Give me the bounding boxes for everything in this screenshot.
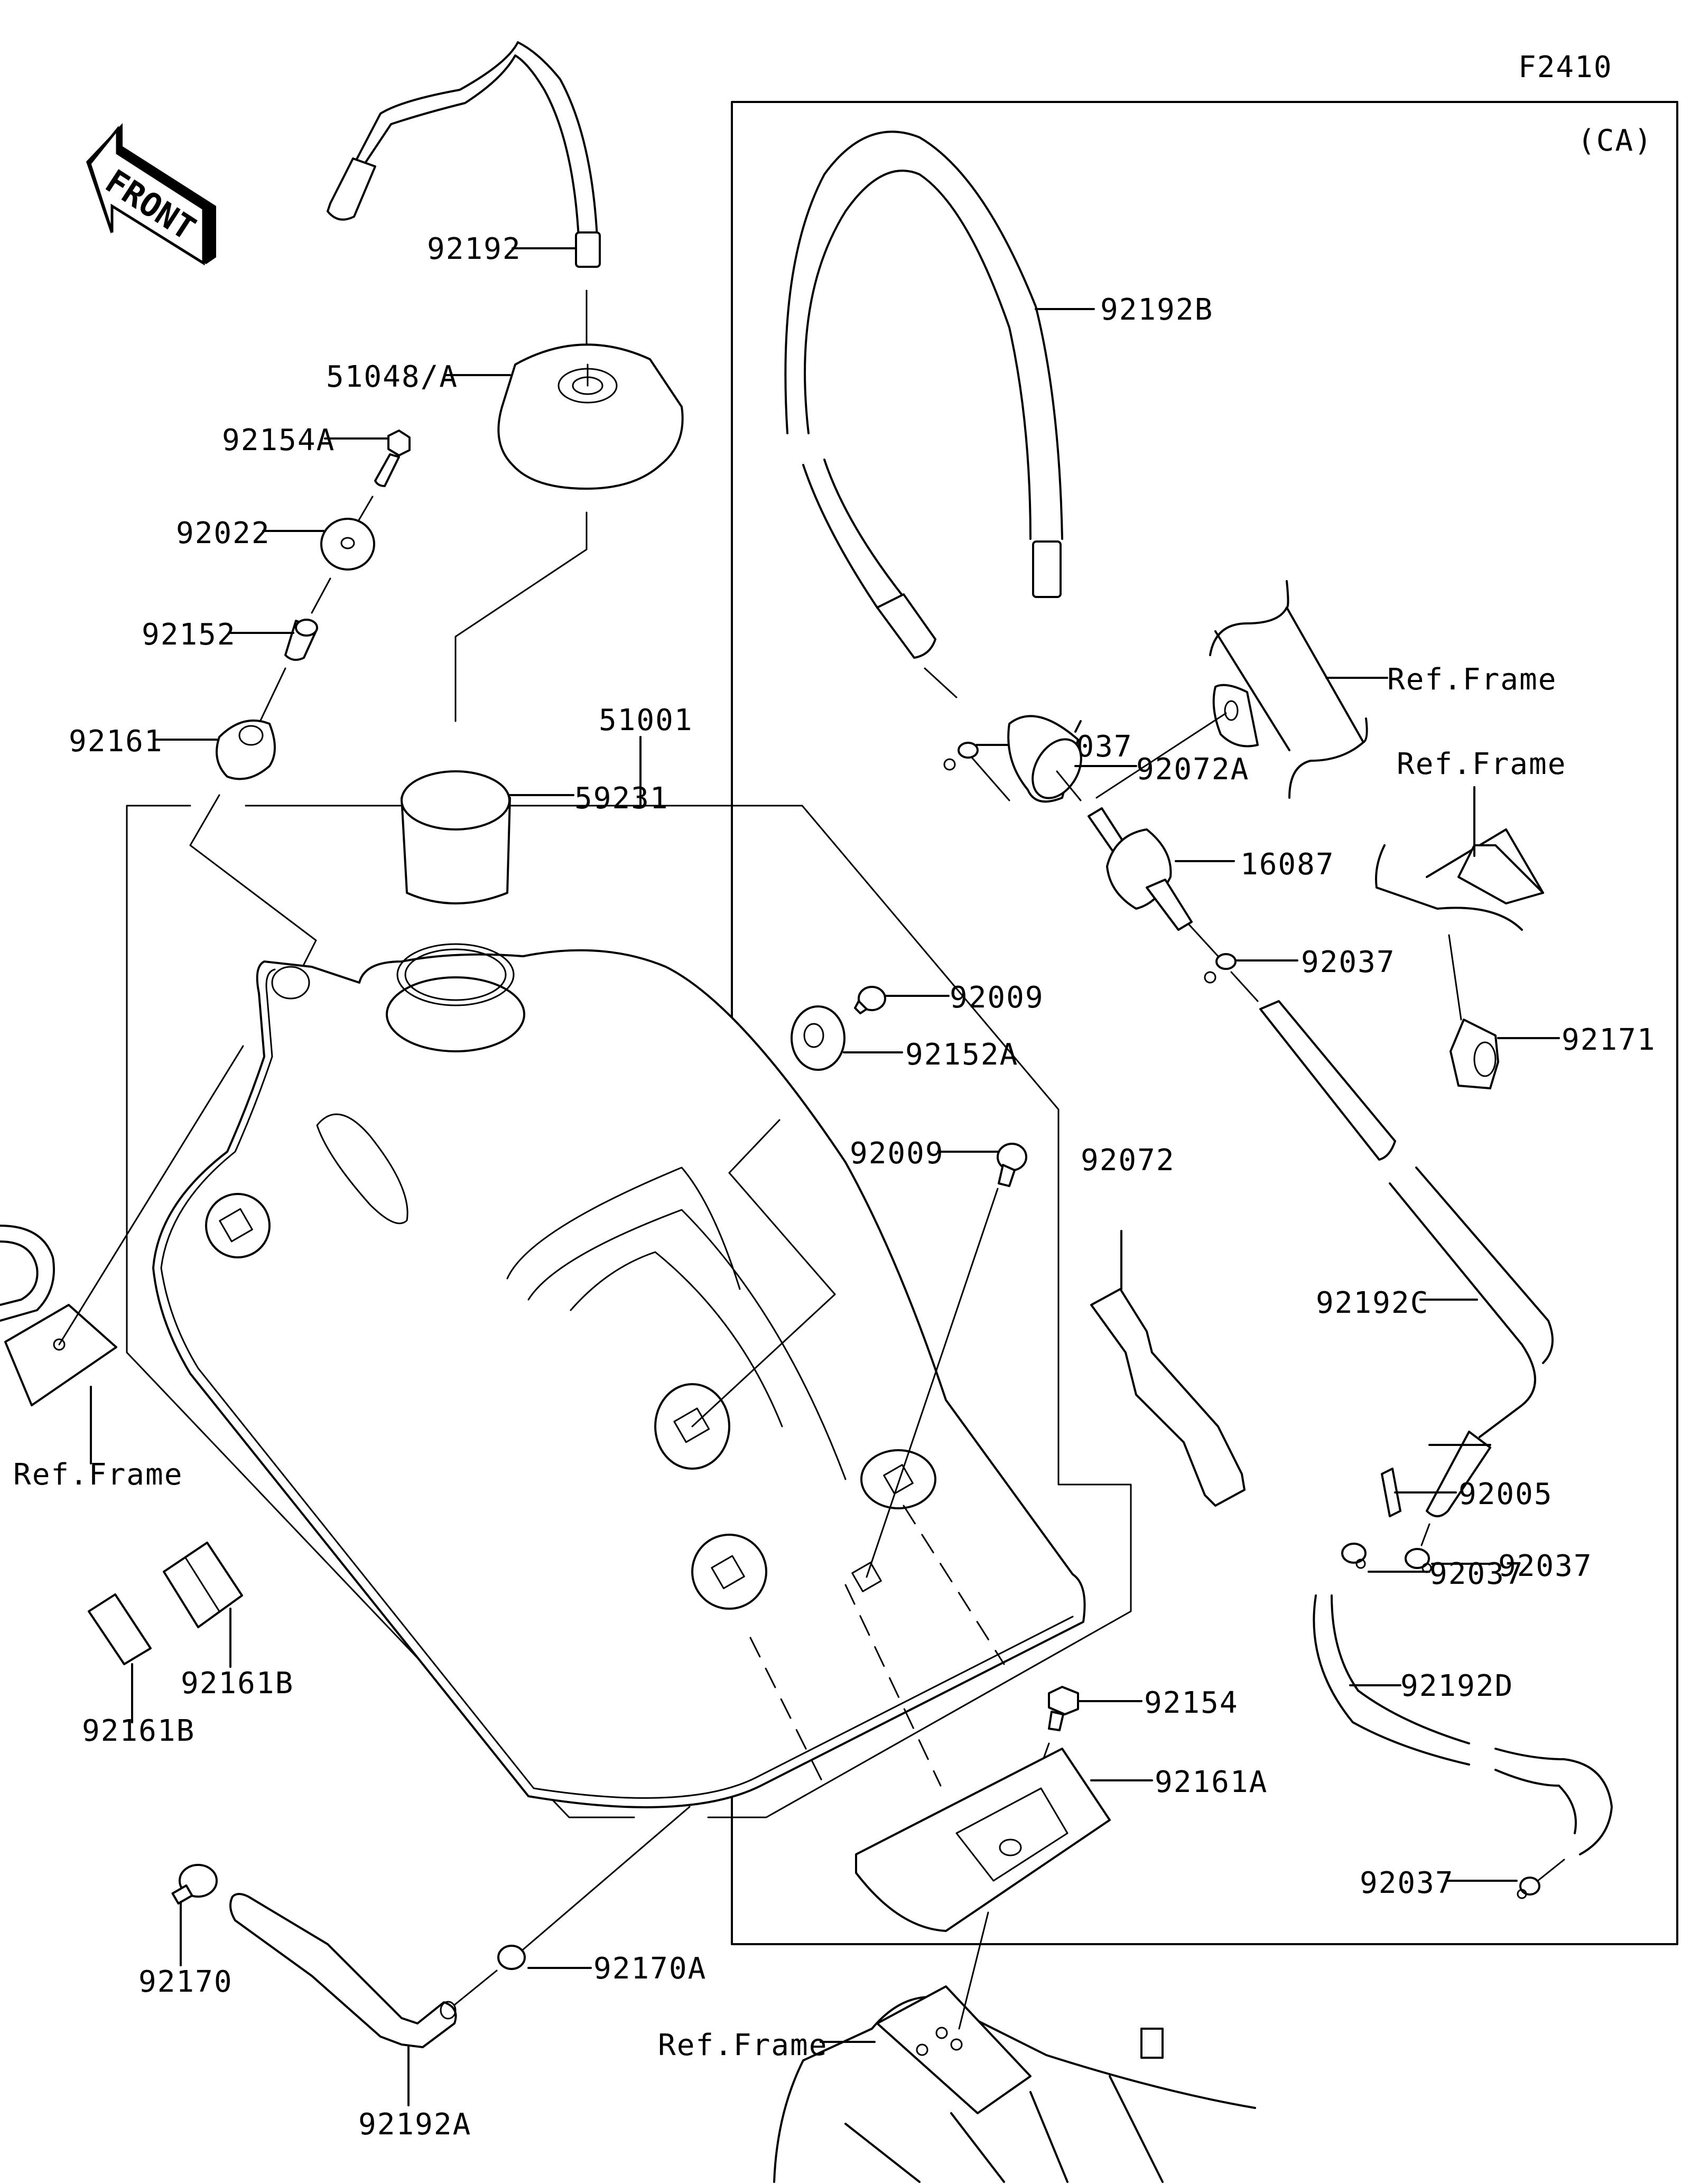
ca-variant-label: (CA): [1577, 124, 1653, 158]
bolt-92154A: [374, 430, 411, 487]
label-92022: 92022: [176, 516, 271, 550]
grommet-92152A: [791, 1005, 846, 1071]
clamp-92037-c: [1405, 1548, 1432, 1573]
clip-92171: [1450, 1019, 1499, 1089]
pad-92161B-left: [88, 1593, 152, 1665]
label-92170A: 92170A: [593, 1952, 707, 1986]
hose-92192A: [229, 1893, 457, 2048]
label-92161: 92161: [69, 724, 163, 759]
label-92037-c: 92037: [1498, 1549, 1593, 1583]
clamp-92037-d: [1341, 1543, 1367, 1569]
label-51001: 51001: [599, 703, 693, 738]
filter-16087: [1088, 807, 1193, 931]
tank-group-outline: [126, 805, 1132, 1818]
hose-92192: [327, 41, 601, 268]
label-59231: 59231: [574, 781, 669, 816]
screw-92009-mid: [997, 1143, 1027, 1187]
fuel-tank-51001: [152, 943, 1086, 1808]
label-92170: 92170: [138, 1965, 233, 1999]
label-92154: 92154: [1144, 1686, 1239, 1720]
label-92037-b: 92037: [1301, 945, 1396, 979]
hose-92192D: [1313, 1594, 1613, 1855]
band-92072: [1090, 1288, 1246, 1507]
sleeve-59231: [401, 770, 511, 904]
bolt-92154: [1048, 1686, 1079, 1731]
label-92009-top: 92009: [950, 981, 1044, 1015]
pad-92161A: [855, 1748, 1111, 1932]
label-92192: 92192: [427, 232, 522, 266]
collar-92152: [284, 619, 318, 661]
label-92192B: 92192B: [1100, 293, 1213, 327]
ref-frame-ca-top: [1209, 580, 1368, 799]
label-16087: 16087: [1240, 847, 1335, 882]
figure-code: F2410: [1518, 50, 1613, 85]
label-92072: 92072: [1081, 1143, 1175, 1178]
label-92152: 92152: [142, 618, 236, 652]
label-51048A: 51048/A: [326, 360, 458, 394]
label-92072A: 92072A: [1136, 752, 1249, 787]
washer-92022: [320, 518, 375, 571]
clamp-92170A: [497, 1945, 526, 1970]
front-arrow-icon: FRONT: [86, 123, 216, 266]
label-refframe-ca-mid: Ref.Frame: [1397, 747, 1566, 781]
label-refframe-bottom: Ref.Frame: [658, 2028, 828, 2062]
label-92037-e: 92037: [1360, 1866, 1454, 1900]
label-92161B-right: 92161B: [181, 1666, 294, 1701]
label-92161B-left: 92161B: [82, 1714, 195, 1748]
label-refframe-left: Ref.Frame: [13, 1458, 183, 1492]
fuel-cap-51048A: [497, 343, 684, 490]
ref-frame-bottom: [773, 1985, 1256, 2183]
label-92192D: 92192D: [1400, 1669, 1513, 1703]
joint-92005: [1381, 1468, 1401, 1517]
label-92009-mid: 92009: [850, 1136, 944, 1171]
clamp-92037-e: [1517, 1877, 1540, 1899]
label-92152A: 92152A: [905, 1038, 1018, 1072]
clamp-92170: [171, 1864, 218, 1905]
label-92005: 92005: [1458, 1477, 1553, 1511]
pad-92161B-right: [163, 1542, 243, 1628]
ref-frame-ca-mid: [1375, 828, 1544, 931]
label-92037-d: 92037: [1429, 1557, 1524, 1591]
label-92192A: 92192A: [358, 2107, 471, 2142]
holder-92072A: [1007, 715, 1082, 803]
screw-92009-top: [854, 986, 886, 1014]
clamp-92037-a: [943, 742, 979, 771]
label-92154A: 92154A: [222, 423, 335, 458]
grommet-92161: [216, 719, 276, 780]
label-92161A: 92161A: [1155, 1765, 1268, 1799]
clamp-92037-b: [1204, 953, 1237, 984]
hose-92192C: [1259, 1000, 1554, 1517]
hose-92192B: [784, 130, 1063, 659]
label-92171: 92171: [1562, 1023, 1656, 1057]
label-refframe-ca-top: Ref.Frame: [1387, 662, 1557, 697]
ref-frame-left: [0, 1225, 117, 1406]
label-92192C: 92192C: [1316, 1286, 1429, 1320]
